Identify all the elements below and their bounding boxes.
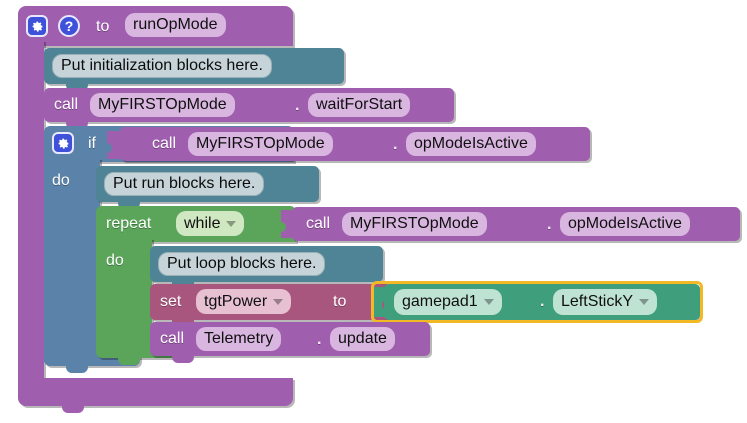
- wait-for-start-keyword: call: [54, 96, 79, 113]
- run-comment-bottom-notch: [118, 202, 140, 209]
- if-condition-method[interactable]: opModeIsActive: [406, 132, 536, 156]
- gamepad-property-value: LeftStickY: [561, 293, 634, 310]
- if-condition-socket: [107, 131, 121, 159]
- set-variable-value: tgtPower: [204, 292, 268, 310]
- if-do-label: do: [52, 172, 70, 189]
- procedure-name-field[interactable]: runOpMode: [125, 13, 226, 37]
- gamepad-property-dropdown[interactable]: LeftStickY: [553, 289, 658, 315]
- init-comment-bottom-notch: [66, 84, 88, 91]
- chevron-down-icon[interactable]: [273, 298, 284, 305]
- procedure-bottom-foot: [18, 378, 293, 406]
- wait-for-start-bottom-notch: [66, 122, 88, 129]
- init-comment-text[interactable]: Put initialization blocks here.: [52, 54, 272, 78]
- if-condition-object[interactable]: MyFIRSTOpMode: [188, 132, 333, 156]
- repeat-block-bottom-notch: [118, 358, 140, 365]
- if-condition-keyword: call: [152, 135, 177, 152]
- procedure-keyword: to: [96, 18, 110, 35]
- gear-icon[interactable]: [26, 15, 48, 37]
- if-keyword: if: [88, 135, 96, 152]
- if-condition-separator: .: [393, 136, 398, 153]
- telemetry-method[interactable]: update: [330, 327, 395, 351]
- gamepad-separator: .: [540, 293, 545, 310]
- repeat-do-label: do: [106, 252, 124, 269]
- gamepad-object-dropdown[interactable]: gamepad1: [394, 289, 502, 315]
- if-block-gear-icon[interactable]: [52, 132, 74, 154]
- loop-comment-text[interactable]: Put loop blocks here.: [158, 252, 326, 276]
- telemetry-separator: .: [317, 331, 322, 348]
- help-icon[interactable]: ?: [58, 15, 80, 37]
- chevron-down-icon[interactable]: [639, 299, 650, 305]
- set-keyword: set: [160, 293, 182, 310]
- wait-for-start-separator: .: [295, 97, 300, 114]
- run-comment-text[interactable]: Put run blocks here.: [104, 172, 265, 196]
- telemetry-object[interactable]: Telemetry: [196, 327, 282, 351]
- chevron-down-icon[interactable]: [226, 220, 237, 227]
- chevron-down-icon[interactable]: [483, 299, 494, 305]
- gamepad-object-value: gamepad1: [402, 293, 478, 310]
- set-value-socket: [373, 287, 387, 317]
- repeat-mode-dropdown[interactable]: while: [176, 211, 245, 236]
- repeat-condition-separator: .: [547, 216, 552, 233]
- procedure-bottom-notch: [62, 406, 84, 413]
- repeat-keyword: repeat: [106, 215, 152, 232]
- telemetry-keyword: call: [160, 330, 185, 347]
- repeat-condition-object[interactable]: MyFIRSTOpMode: [342, 212, 487, 236]
- wait-for-start-method[interactable]: waitForStart: [308, 93, 411, 117]
- set-variable-dropdown[interactable]: tgtPower: [196, 289, 292, 314]
- repeat-mode-value: while: [184, 214, 221, 232]
- repeat-condition-keyword: call: [306, 215, 331, 232]
- if-block-left-spine: [44, 158, 100, 362]
- wait-for-start-object[interactable]: MyFIRSTOpMode: [90, 93, 235, 117]
- repeat-condition-socket: [281, 210, 295, 238]
- repeat-condition-method[interactable]: opModeIsActive: [560, 212, 690, 236]
- if-block-bottom-notch: [66, 366, 88, 373]
- set-to-label: to: [333, 293, 347, 310]
- telemetry-update-bottom-notch: [172, 356, 194, 363]
- procedure-left-spine: [18, 40, 44, 392]
- repeat-block-left-spine: [96, 238, 152, 338]
